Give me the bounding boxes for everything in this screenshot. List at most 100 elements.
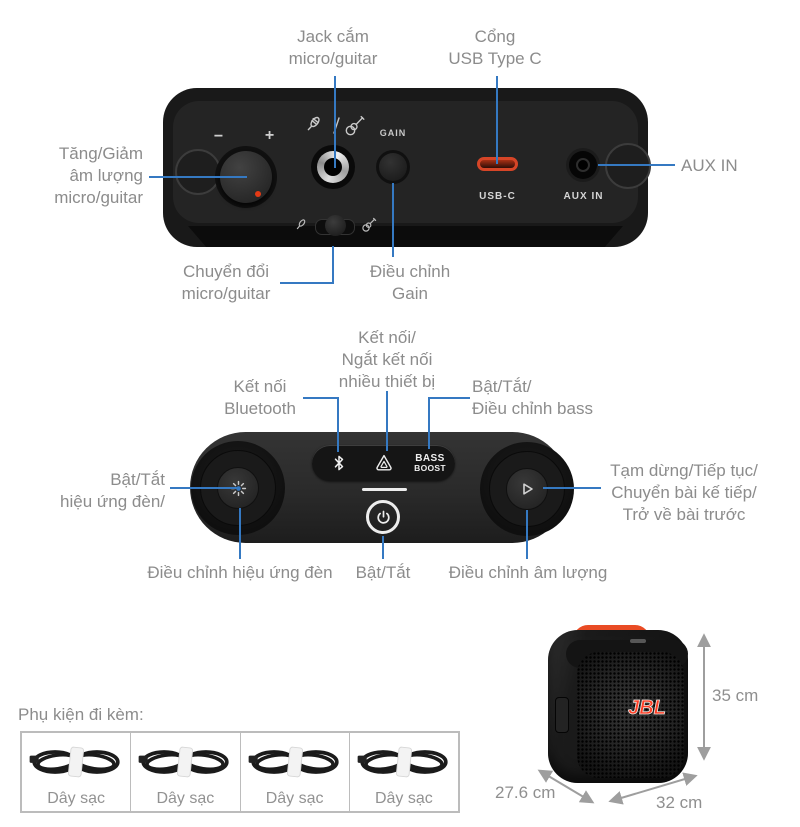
accessory-name: Dây sạc xyxy=(374,790,433,807)
accessory-name: Dây sạc xyxy=(47,790,106,807)
label-line: Gain xyxy=(392,284,428,303)
multi-connect-label: Kết nối/ Ngắt kết nối nhiều thiết bị xyxy=(307,327,467,393)
dimension-depth: 27.6 cm xyxy=(495,783,556,802)
playback-label: Tạm dừng/Tiếp tục/ Chuyển bài kế tiếp/ T… xyxy=(598,460,770,526)
label-line: Trở về bài trước xyxy=(622,505,746,524)
label-line: Điều chỉnh xyxy=(369,262,451,281)
plus-icon: + xyxy=(264,127,276,144)
aux-in-port-label: AUX IN xyxy=(563,191,604,202)
leader-line xyxy=(303,397,339,399)
bass-boost-button: BASS BOOST xyxy=(406,453,454,473)
leader-line xyxy=(428,397,430,449)
accessories-title: Phụ kiện đi kèm: xyxy=(18,704,268,726)
minus-icon: − xyxy=(213,128,225,145)
mic-guitar-toggle-knob xyxy=(325,215,346,236)
gain-port-label: GAIN xyxy=(379,128,407,138)
power-separator-line xyxy=(362,488,407,491)
bluetooth-icon xyxy=(334,455,344,471)
label-line: Tạm dừng/Tiếp tục/ xyxy=(610,461,758,480)
accessory-cell: Dây sạc xyxy=(131,733,241,811)
light-adjust-label: Điều chỉnh hiệu ứng đèn xyxy=(140,562,340,584)
leader-line xyxy=(598,164,675,166)
label-line: Kết nối/ xyxy=(358,328,416,347)
accessory-name: Dây sạc xyxy=(265,790,324,807)
panel-right-button xyxy=(605,143,651,189)
leader-line xyxy=(526,510,528,559)
dimension-height: 35 cm xyxy=(712,686,759,705)
label-line: USB Type C xyxy=(448,49,542,68)
power-button xyxy=(366,500,400,534)
label-line: Bật/Tắt/ xyxy=(472,377,532,396)
leader-line xyxy=(543,487,601,489)
label-line: Điều chỉnh âm lượng xyxy=(448,563,608,582)
label-line: micro/guitar xyxy=(288,49,378,68)
label-line: Bật/Tắt xyxy=(355,563,411,582)
speaker-photo: JBL xyxy=(540,620,710,790)
leader-line xyxy=(170,487,237,489)
leader-line xyxy=(496,76,498,164)
label-line: micro/guitar xyxy=(181,284,271,303)
label-line: Jack cắm xyxy=(297,27,369,46)
io-panel-photo: − + xyxy=(163,88,651,247)
bass-label: Bật/Tắt/ Điều chỉnh bass xyxy=(472,376,647,420)
bluetooth-label: Kết nối Bluetooth xyxy=(190,376,330,420)
dimension-arrows xyxy=(537,633,711,805)
jack-label: Jack cắm micro/guitar xyxy=(253,26,413,70)
play-knob-button xyxy=(506,468,548,510)
accessory-name: Dây sạc xyxy=(156,790,215,807)
mic-guitar-icon xyxy=(307,115,365,136)
accessory-cell: Dây sạc xyxy=(241,733,350,811)
leader-line xyxy=(386,391,388,451)
brand-logo: JBL xyxy=(628,697,667,720)
gain-adjust-label: Điều chỉnh Gain xyxy=(330,261,490,305)
power-icon xyxy=(376,510,390,524)
label-line: Chuyển bài kế tiếp/ xyxy=(611,483,757,502)
label-line: Phụ kiện đi kèm: xyxy=(18,705,144,724)
mic-guitar-switch-label: Chuyển đổi micro/guitar xyxy=(146,261,306,305)
control-icon-pill: BASS BOOST xyxy=(312,445,455,481)
label-line: Chuyển đổi xyxy=(182,262,269,281)
power-label: Bật/Tắt xyxy=(333,562,433,584)
accessories-table: Dây sạc Dây sạc xyxy=(20,731,460,813)
play-icon xyxy=(523,483,533,495)
knob-indicator-dot xyxy=(255,191,261,197)
cable-icon xyxy=(29,746,120,778)
volume-adjust-label: Điều chỉnh âm lượng xyxy=(448,562,608,584)
jack-socket-hole xyxy=(324,158,342,176)
leader-line xyxy=(334,76,336,168)
guitar-icon xyxy=(362,217,377,232)
label-line: Bật/Tắt xyxy=(110,470,165,489)
usb-label: Cổng USB Type C xyxy=(415,26,575,70)
label-line: hiệu ứng đèn/ xyxy=(60,492,165,511)
light-effect-label: Bật/Tắt hiệu ứng đèn/ xyxy=(15,469,165,513)
leader-line xyxy=(392,183,394,257)
label-line: micro/guitar xyxy=(54,188,143,207)
multi-connect-icon xyxy=(376,454,392,471)
label-line: Điều chỉnh hiệu ứng đèn xyxy=(147,563,333,582)
leader-line xyxy=(239,508,241,559)
leader-line xyxy=(429,397,470,399)
mic-volume-label: Tăng/Giảm âm lượng micro/guitar xyxy=(0,143,143,209)
speaker-side-latch xyxy=(555,697,569,733)
leader-line xyxy=(149,176,247,178)
leader-line xyxy=(337,397,339,452)
bass-boost-line1: BASS xyxy=(415,453,445,464)
accessory-cell: Dây sạc xyxy=(350,733,458,811)
speaker-top-indicator xyxy=(630,639,646,643)
speaker-grille xyxy=(577,652,684,778)
cable-icon xyxy=(248,746,339,778)
accessory-cell: Dây sạc xyxy=(22,733,132,811)
leader-line xyxy=(382,536,384,559)
label-line: Ngắt kết nối xyxy=(341,350,433,369)
label-line: AUX IN xyxy=(681,156,738,175)
mic-icon xyxy=(296,219,306,230)
bass-boost-line2: BOOST xyxy=(414,463,446,473)
panel-left-button xyxy=(175,149,221,195)
aux-in-label: AUX IN xyxy=(681,155,771,177)
label-line: Kết nối xyxy=(233,377,287,396)
label-line: Tăng/Giảm xyxy=(58,144,143,163)
leader-line xyxy=(332,246,334,284)
dimension-width: 32 cm xyxy=(656,793,703,812)
leader-line xyxy=(280,282,334,284)
control-panel-photo: BASS BOOST xyxy=(190,432,574,543)
